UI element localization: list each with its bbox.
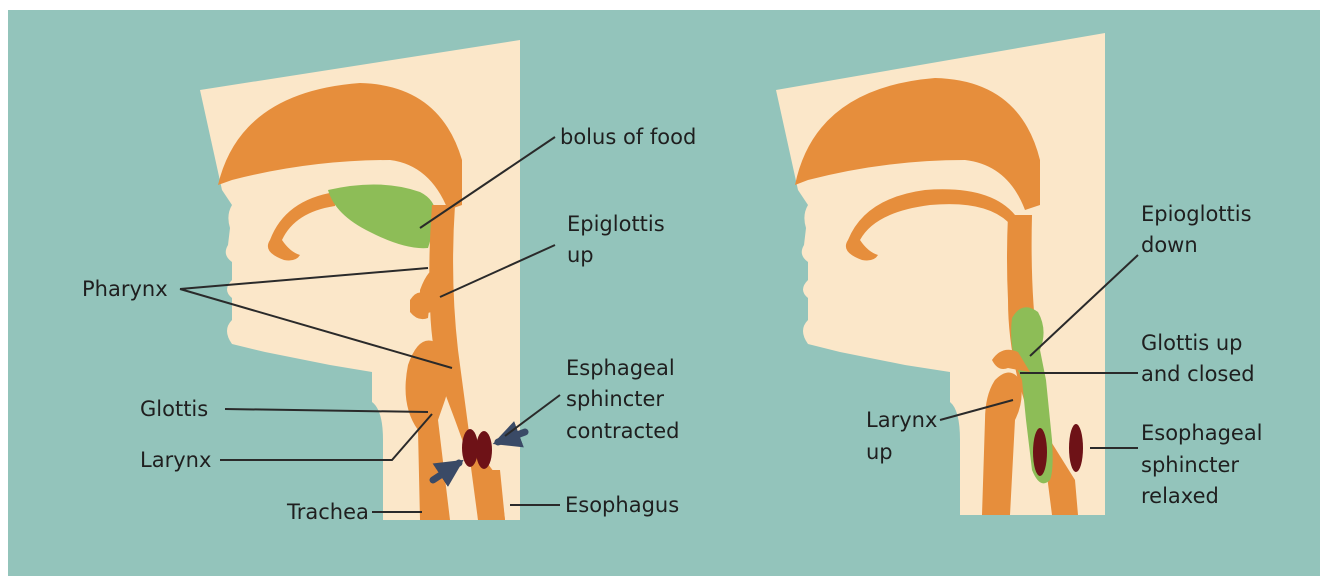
left-sphincter-a	[462, 429, 478, 467]
label-larynx-up-line1: Larynx	[866, 408, 937, 432]
right-sphincter-a	[1033, 428, 1047, 476]
label-sphincter-contracted-line2: sphincter	[566, 387, 664, 411]
label-larynx: Larynx	[140, 448, 211, 472]
left-sphincter-b	[476, 431, 492, 469]
label-epioglottis-down-line1: Epioglottis	[1141, 202, 1252, 226]
label-larynx-up-line2: up	[866, 440, 893, 464]
label-glottis: Glottis	[140, 397, 208, 421]
label-sphincter-relaxed-line1: Esophageal	[1141, 421, 1263, 445]
left-esophagus	[476, 470, 505, 520]
label-trachea: Trachea	[286, 500, 369, 524]
label-pharynx: Pharynx	[82, 277, 168, 301]
left-soft-palate	[410, 293, 430, 320]
label-glottis-up-line2: and closed	[1141, 362, 1255, 386]
right-sphincter-b	[1069, 424, 1083, 472]
label-esophagus: Esophagus	[565, 493, 679, 517]
label-sphincter-relaxed-line2: sphincter	[1141, 453, 1239, 477]
label-epioglottis-down-line2: down	[1141, 233, 1198, 257]
label-sphincter-contracted-line3: contracted	[566, 419, 679, 443]
label-glottis-up-line1: Glottis up	[1141, 331, 1243, 355]
label-bolus-of-food: bolus of food	[560, 125, 696, 149]
label-sphincter-contracted-line1: Esphageal	[566, 356, 675, 380]
label-epiglottis-up-line1: Epiglottis	[567, 212, 665, 236]
label-sphincter-relaxed-line3: relaxed	[1141, 484, 1219, 508]
label-epiglottis-up-line2: up	[567, 243, 594, 267]
